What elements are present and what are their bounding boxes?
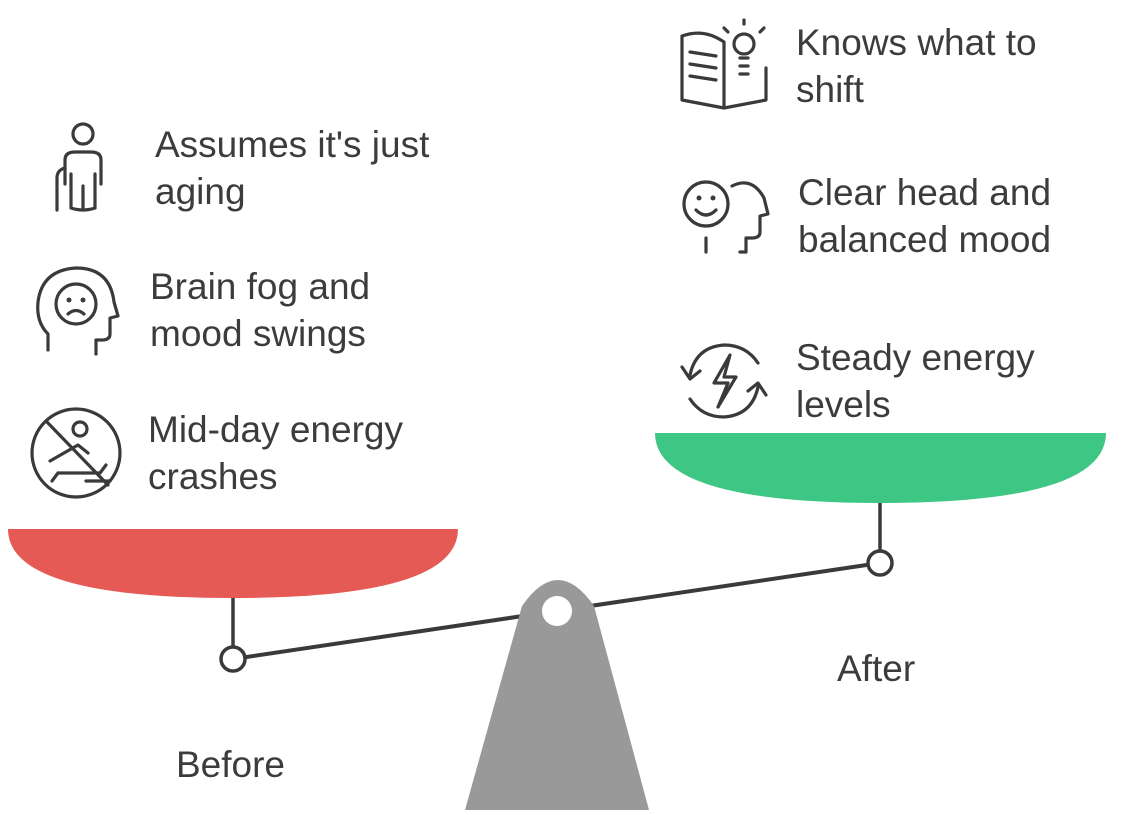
left-pivot (219, 645, 247, 673)
after-item-knows: Knows what to shift (676, 18, 1116, 114)
before-item-aging: Assumes it's just aging (35, 120, 475, 216)
elderly-person-icon (35, 120, 131, 216)
before-item-brain-fog-line1: Brain fog and (150, 266, 371, 307)
book-lightbulb-icon (676, 18, 772, 114)
after-item-steady-energy-line2: levels (796, 384, 891, 425)
after-item-clear-head: Clear head and balanced mood (678, 168, 1118, 264)
after-item-steady-energy-line1: Steady energy (796, 337, 1035, 378)
energy-cycle-icon (676, 333, 772, 429)
before-pan (8, 529, 458, 598)
happy-head-icon (678, 168, 774, 264)
before-item-brain-fog: Brain fog and mood swings (30, 262, 470, 358)
before-label: Before (176, 744, 286, 785)
sad-head-icon (30, 262, 126, 358)
before-item-energy-crash: Mid-day energy crashes (28, 405, 468, 501)
right-pivot (866, 549, 894, 577)
before-item-energy-crash-line1: Mid-day energy (148, 409, 404, 450)
fulcrum-hole (542, 596, 572, 626)
no-energy-icon (28, 405, 124, 501)
after-label: After (837, 648, 916, 689)
before-item-aging-line1: Assumes it's just (155, 124, 430, 165)
after-item-clear-head-line2: balanced mood (798, 219, 1052, 260)
after-item-knows-line2: shift (796, 69, 864, 110)
before-item-aging-line2: aging (155, 171, 246, 212)
after-item-knows-line1: Knows what to (796, 22, 1037, 63)
before-item-brain-fog-line2: mood swings (150, 313, 366, 354)
before-item-energy-crash-line2: crashes (148, 456, 278, 497)
fulcrum (465, 580, 649, 810)
after-item-steady-energy: Steady energy levels (676, 333, 1116, 429)
after-item-clear-head-line1: Clear head and (798, 172, 1052, 213)
after-pan (655, 433, 1106, 503)
